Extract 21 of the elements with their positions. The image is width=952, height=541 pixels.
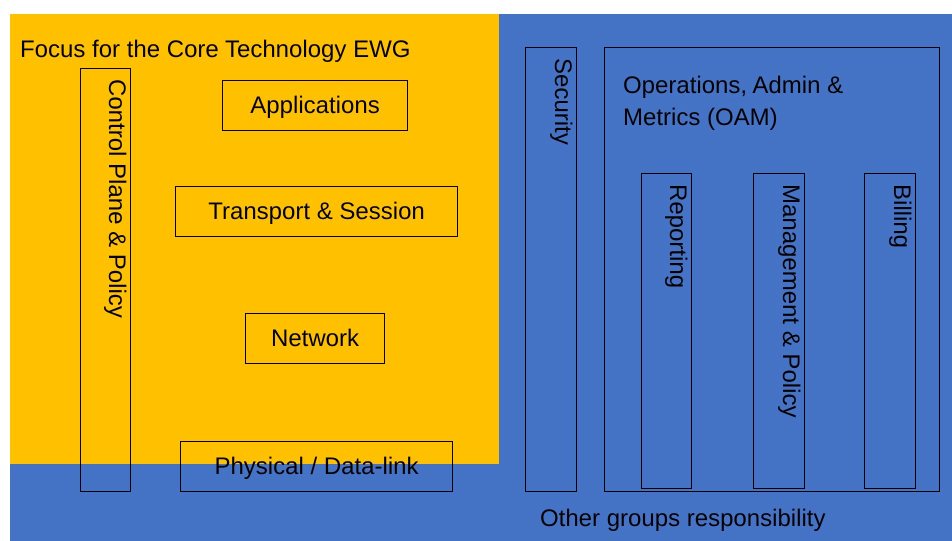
node-label: Operations, Admin & Metrics (OAM) [623,71,844,133]
layer-box [245,313,385,364]
node-label: Security [548,58,576,145]
vertical-box [641,173,692,489]
vertical-box [525,47,577,492]
layer-box [175,186,458,237]
node-label: Focus for the Core Technology EWG [20,35,412,65]
node-label: Billing [887,184,915,248]
node-label: Reporting [663,184,691,288]
node-label: Management & Policy [776,184,804,418]
node-label: Applications [249,90,381,120]
background-panel [10,14,952,541]
group-box [604,47,940,492]
node-label: Transport & Session [207,196,426,226]
vertical-box [864,173,916,489]
vertical-box [753,173,805,489]
node-label: Other groups responsibility [540,505,826,533]
layer-box [222,80,408,131]
node-label: Network [270,324,360,354]
node-label: Control Plane & Policy [102,79,130,318]
vertical-box [80,68,131,492]
